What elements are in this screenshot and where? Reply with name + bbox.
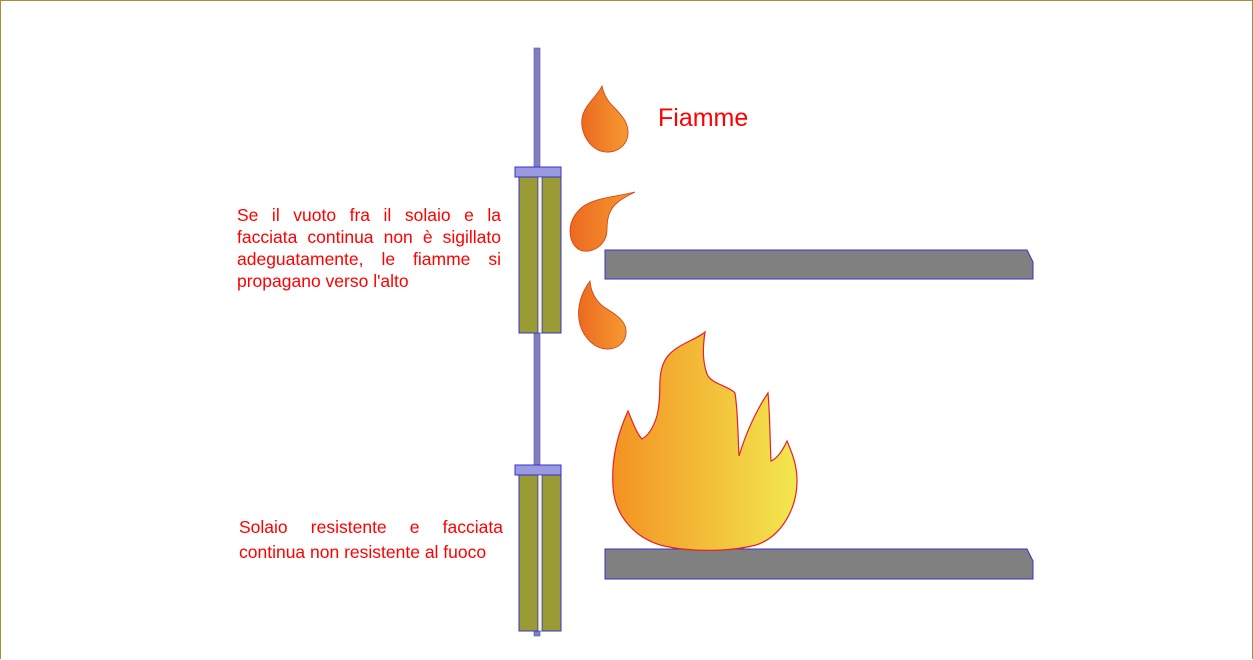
flames-label: Fiamme bbox=[658, 104, 749, 132]
upper-panel-cap bbox=[514, 166, 562, 178]
curtain-wall-mullion bbox=[533, 47, 541, 637]
lower-panel-left-leaf bbox=[518, 474, 539, 632]
small-flame-lower bbox=[578, 279, 627, 350]
diagram-caption: Solaio resistente e facciata continua no… bbox=[239, 517, 503, 562]
small-flame-top bbox=[581, 84, 629, 153]
lower-panel-gap bbox=[537, 474, 543, 632]
large-fire bbox=[612, 330, 798, 551]
small-flame-middle bbox=[569, 191, 636, 252]
lower-floor-slab bbox=[604, 548, 1034, 580]
upper-panel-right-leaf bbox=[541, 176, 562, 334]
lower-curtain-wall-panel bbox=[514, 464, 562, 632]
upper-panel-gap bbox=[537, 176, 543, 334]
propagation-note: Se il vuoto fra il solaio e la facciata … bbox=[237, 205, 501, 291]
upper-floor-slab bbox=[604, 249, 1034, 280]
lower-panel-right-leaf bbox=[541, 474, 562, 632]
upper-panel-left-leaf bbox=[518, 176, 539, 334]
upper-curtain-wall-panel bbox=[514, 166, 562, 334]
lower-panel-cap bbox=[514, 464, 562, 476]
